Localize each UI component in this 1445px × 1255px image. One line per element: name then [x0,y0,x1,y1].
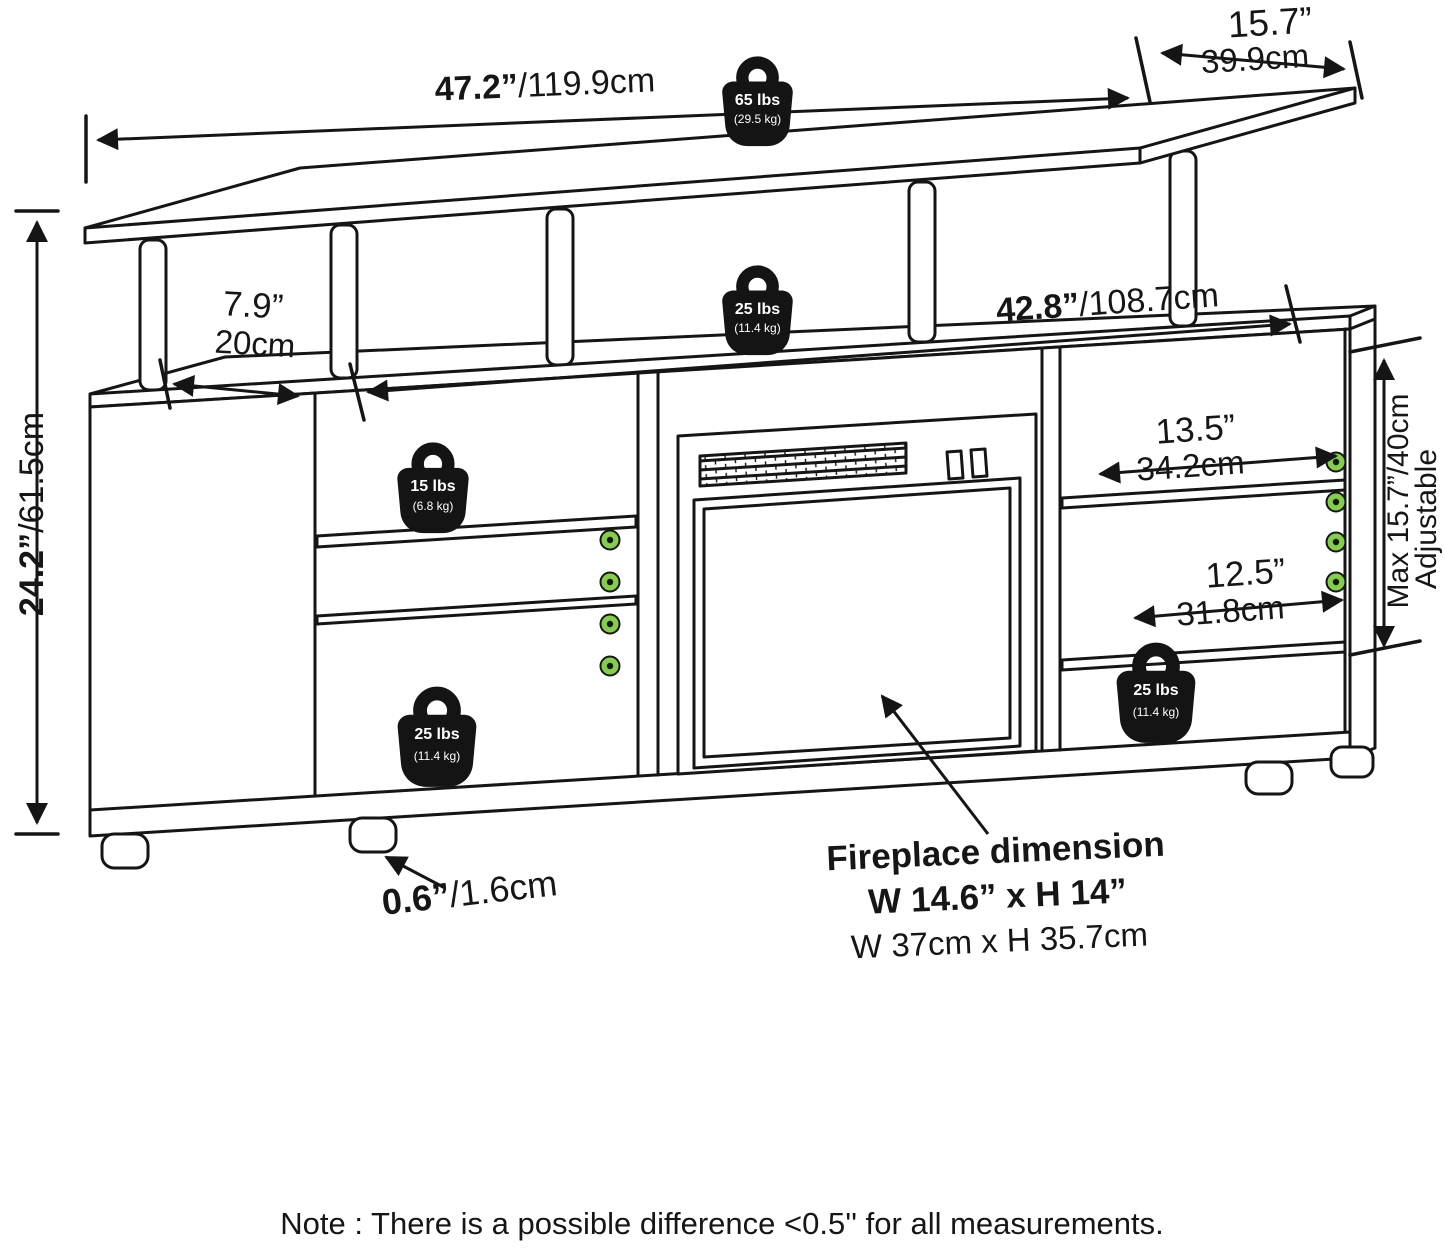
fireplace-door-inner [702,486,1012,759]
center-left-divider [636,370,660,778]
arrow-right-lower-width [1133,590,1344,628]
dimension-ticks [14,36,1422,836]
foot [1244,760,1294,796]
support-post [329,223,359,380]
dimension-overall-height-cm: /61.5cm [13,411,51,533]
weight-lbs: 25 lbs [734,300,781,318]
weight-badge-top: 65 lbs (29.5 kg) [710,54,805,149]
weight-kg: (11.4 kg) [413,748,461,763]
shelf-pin-hole [1325,531,1347,553]
dimension-foot-height-in: 0.6” [379,874,452,923]
weight-lbs: 25 lbs [414,726,460,744]
arrow-foot-callout [384,855,446,890]
dimension-inner-width-in: 42.8” [994,286,1081,330]
dimension-overall-height-in: 24.2” [13,532,51,617]
foot [1329,745,1375,779]
feet [100,745,1375,870]
arrow-fireplace-callout [880,694,990,835]
dimension-top-width-in: 47.2” [434,67,519,109]
shelf-pin-hole [599,571,621,593]
dimension-shelf-depth-in: 7.9” [221,284,285,327]
right-upper-shelf [1060,478,1347,510]
weight-kg: (11.4 kg) [1132,704,1180,719]
weight-lbs: 65 lbs [734,91,781,109]
dimension-shelf-depth-cm: 20cm [213,322,297,365]
dimension-overall-height: 24.2”/61.5cm [13,379,55,649]
cabinet-side-face [1348,317,1377,760]
kettlebell-icon [1116,642,1196,743]
foot [348,816,398,854]
arrow-top-width [96,87,1130,151]
fireplace-dimension-callout: Fireplace dimension W 14.6” x H 14” W 37… [792,821,1202,970]
weight-badge-left-bottom: 25 lbs (11.4 kg) [384,684,490,790]
shelf-pin-hole [1325,571,1347,593]
weight-badge-right-bottom: 25 lbs (11.4 kg) [1103,640,1209,746]
support-post [545,207,575,367]
shelf-pin-hole [1325,491,1347,513]
note-text: Note : There is a possible difference <0… [280,1206,1164,1241]
weight-kg: (6.8 kg) [412,498,454,513]
weight-badge-left-shelf: 15 lbs (6.8 kg) [385,440,481,536]
arrow-shelf-depth [172,374,300,406]
shelf-pin-hole [599,529,621,551]
weight-lbs: 15 lbs [410,478,456,496]
center-right-divider [1040,345,1062,753]
left-upper-shelf [315,514,638,549]
arrow-top-depth [1160,43,1346,79]
kettlebell-icon [722,56,793,147]
weight-lbs: 25 lbs [1133,682,1179,700]
support-posts [138,149,1198,392]
arrow-right-shelf-width [1098,446,1338,484]
shelf-pin-hole [599,613,621,635]
adjustable-label: Adjustable [1410,448,1443,590]
weight-kg: (11.4 kg) [734,320,781,335]
fireplace-controls [945,447,989,481]
fireplace-insert [676,412,1038,776]
shelf-pin-hole [599,655,621,677]
fireplace-door-outer [692,476,1022,770]
weight-kg: (29.5 kg) [733,111,782,126]
weight-badge-middle-shelf: 25 lbs (11.4 kg) [710,263,805,358]
kettlebell-icon [397,686,477,787]
kettlebell-icon [397,442,469,534]
arrow-inner-width [366,314,1292,402]
left-lower-shelf [315,594,638,626]
kettlebell-icon [722,265,793,356]
foot [100,832,150,870]
dimension-top-width-cm: /119.9cm [517,61,656,106]
fireplace-vent [698,441,908,488]
dimension-arrows [26,43,1395,890]
support-post [907,180,937,344]
